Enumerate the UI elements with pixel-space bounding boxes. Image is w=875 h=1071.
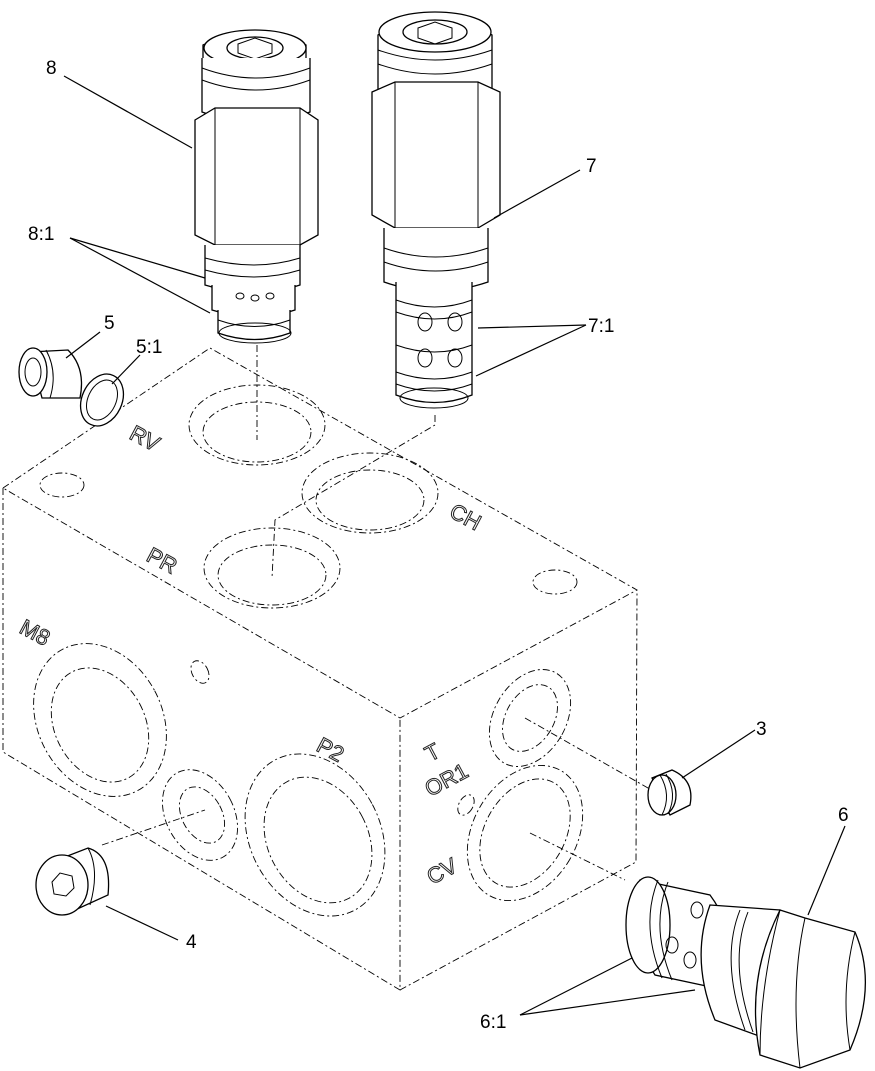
leader-8 <box>63 75 193 149</box>
set-screw-3 <box>647 769 692 816</box>
callouts: 8 7 8:1 7:1 5 5:1 3 6 4 6:1 <box>28 58 849 1033</box>
port-label-t: T <box>421 738 445 766</box>
leader-7-1b <box>475 324 587 377</box>
leader-5-1 <box>111 354 141 385</box>
leader-7-1a <box>477 324 587 329</box>
port-labels: RV CH PR M8 P2 T OR1 CV <box>15 420 486 890</box>
callout-5: 5 <box>104 313 115 334</box>
port-label-or1: OR1 <box>421 758 473 801</box>
cartridge-valve-6 <box>625 876 866 1069</box>
leader-8-1a <box>69 237 206 279</box>
callout-7: 7 <box>586 156 597 177</box>
port-label-m8: M8 <box>16 614 55 650</box>
leader-8-1b <box>69 237 211 314</box>
leader-4 <box>105 905 179 941</box>
callout-8: 8 <box>46 58 57 79</box>
o-ring-5-1 <box>79 373 125 427</box>
center-lines <box>101 345 656 881</box>
valve-7 <box>371 11 501 409</box>
callout-3: 3 <box>756 719 767 740</box>
port-label-ch: CH <box>446 498 486 535</box>
leader-5 <box>65 331 101 359</box>
port-label-cv: CV <box>423 853 462 890</box>
callout-8-1: 8:1 <box>28 224 54 245</box>
valve-8 <box>194 29 319 344</box>
port-label-rv: RV <box>126 420 165 456</box>
leader-3 <box>681 729 756 779</box>
leader-lines <box>63 75 846 1016</box>
port-label-pr: PR <box>143 542 182 578</box>
callout-6: 6 <box>838 805 849 826</box>
port-label-p2: P2 <box>313 732 349 767</box>
callout-5-1: 5:1 <box>136 337 162 358</box>
plug-4 <box>35 847 110 916</box>
callout-6-1: 6:1 <box>480 1012 506 1033</box>
leader-6-1b <box>519 989 696 1016</box>
manifold-block <box>2 347 638 991</box>
leader-7 <box>493 169 581 219</box>
callout-7-1: 7:1 <box>588 316 614 337</box>
leader-6 <box>807 825 846 916</box>
plug-5 <box>18 347 83 399</box>
leader-6-1a <box>519 957 633 1016</box>
callout-4: 4 <box>186 932 197 953</box>
